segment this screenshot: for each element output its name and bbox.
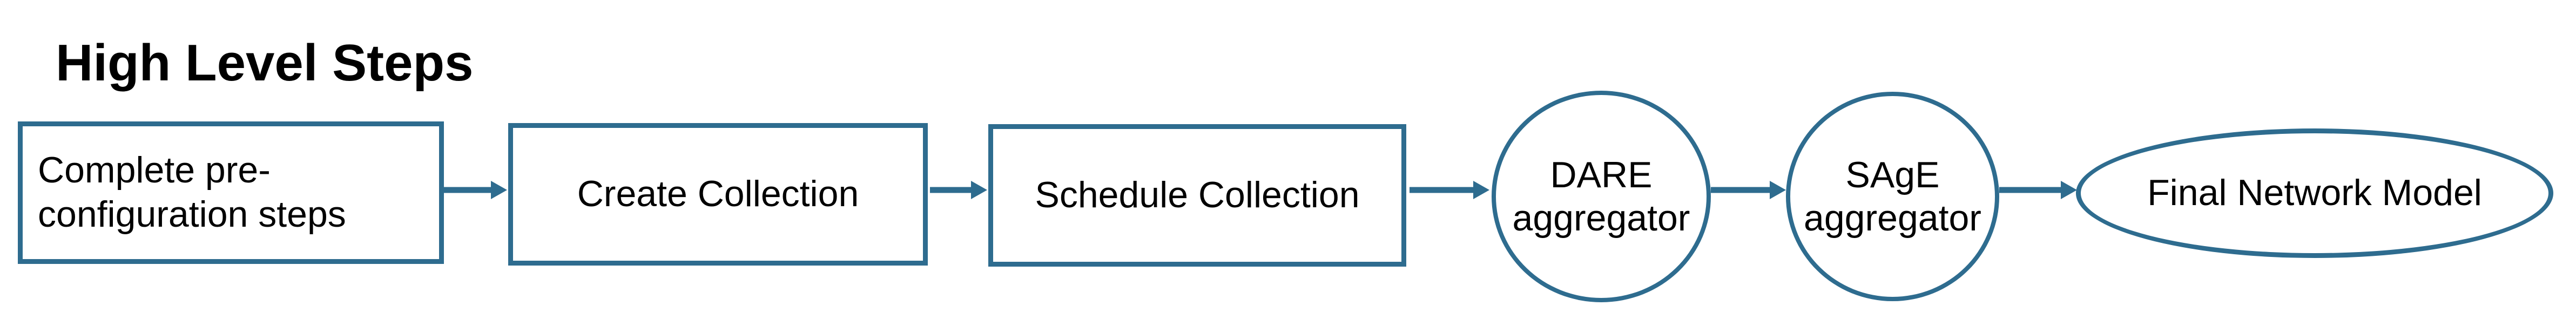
arrow-shaft	[444, 187, 493, 193]
node-label: SAgE aggregator	[1804, 154, 1981, 239]
arrow-head	[2061, 181, 2077, 199]
diagram-title: High Level Steps	[56, 34, 474, 92]
arrow-head	[1770, 181, 1786, 199]
node-label: DARE aggregator	[1512, 154, 1690, 239]
node-dare-aggregator: DARE aggregator	[1492, 91, 1711, 302]
node-sage-aggregator: SAgE aggregator	[1786, 92, 1999, 301]
node-label: Schedule Collection	[1035, 174, 1360, 216]
arrow-head	[491, 181, 507, 199]
arrow-shaft	[1711, 187, 1772, 193]
arrow-shaft	[1999, 187, 2063, 193]
node-label: Complete pre- configuration steps	[38, 150, 346, 235]
arrow-shaft	[1410, 187, 1475, 193]
node-create-collection: Create Collection	[508, 123, 928, 266]
arrow-right-icon	[1711, 181, 1786, 199]
node-complete-pre-configuration: Complete pre- configuration steps	[18, 121, 444, 264]
arrow-right-icon	[1999, 181, 2077, 199]
arrow-right-icon	[1410, 181, 1489, 199]
arrow-right-icon	[930, 181, 987, 199]
node-schedule-collection: Schedule Collection	[988, 124, 1406, 267]
arrow-right-icon	[444, 181, 507, 199]
node-label: Final Network Model	[2147, 172, 2482, 214]
node-final-network-model: Final Network Model	[2076, 128, 2553, 258]
arrow-head	[1473, 181, 1489, 199]
arrow-head	[971, 181, 987, 199]
arrow-shaft	[930, 187, 973, 193]
node-label: Create Collection	[577, 173, 859, 215]
